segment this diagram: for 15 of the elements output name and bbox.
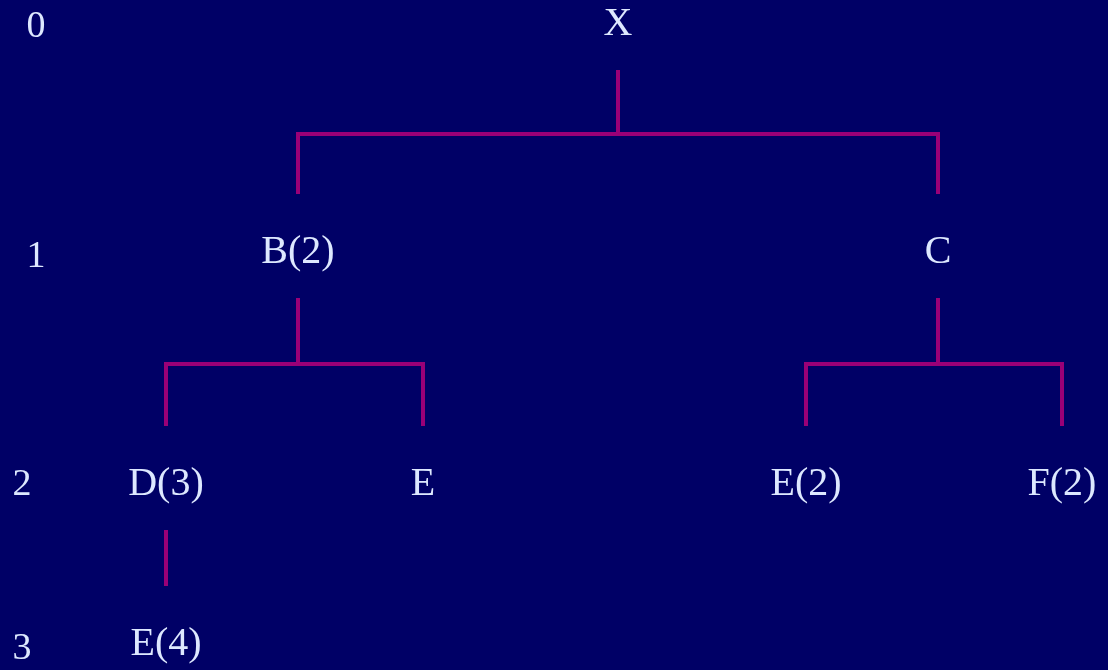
level-number: 0 [26, 3, 46, 45]
connector-line [164, 530, 168, 586]
tree-node-label: B(2) [261, 228, 335, 272]
tree-node-label: F(2) [1027, 460, 1097, 504]
tree-node-label: X [603, 0, 633, 44]
level-number: 2 [12, 461, 32, 503]
level-number: 1 [26, 233, 46, 275]
connector-line [936, 298, 1064, 426]
level-number: 3 [12, 625, 32, 667]
tree-node-label: E(2) [770, 460, 842, 504]
connector-line [296, 298, 425, 426]
tree-node-label: C [924, 228, 952, 272]
tree-node-label: E [410, 460, 436, 504]
tree-node-label: E(4) [130, 620, 202, 664]
tree-node-label: D(3) [128, 460, 204, 504]
